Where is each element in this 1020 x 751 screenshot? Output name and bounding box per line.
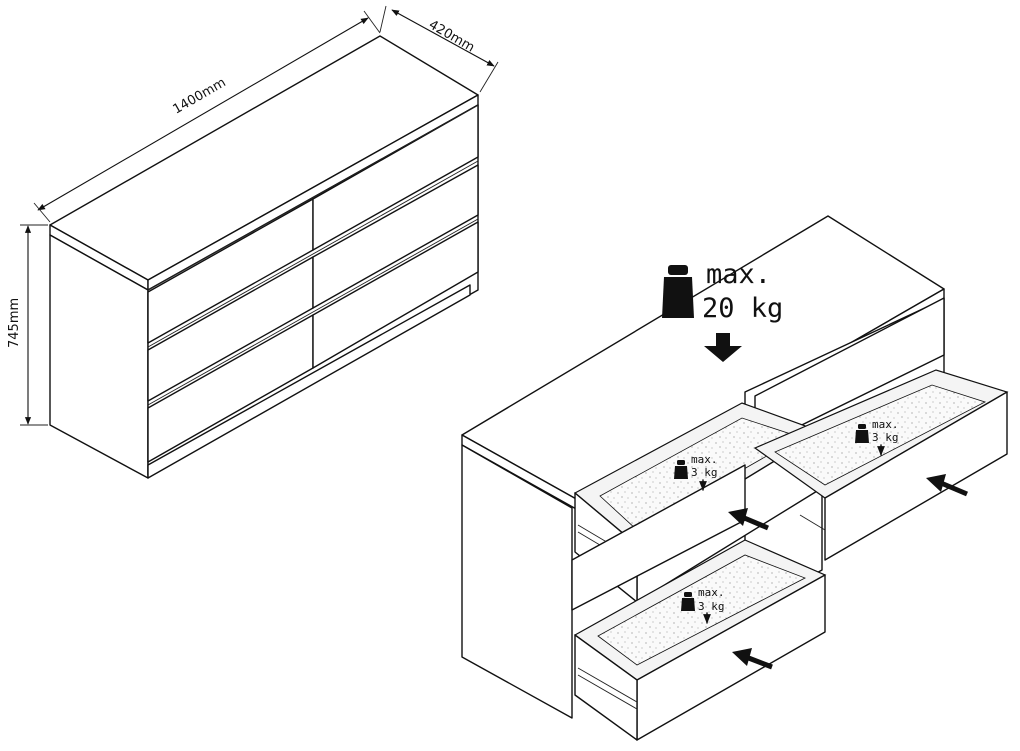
- depth-label: 420mm: [426, 17, 477, 55]
- top-load-line1: max.: [706, 259, 771, 290]
- push-arrow-icon-3: [732, 648, 773, 670]
- load-capacity-dresser: max. 20 kg max. 3 kg max. 3 kg max. 3 kg: [461, 215, 1009, 741]
- load-dresser-side: [461, 444, 573, 719]
- drawer-2-load-line2: 3 kg: [872, 431, 899, 444]
- dresser-plinth: [147, 284, 471, 479]
- drawer-front-6: [312, 221, 479, 369]
- drawer-1-load-line2: 3 kg: [691, 466, 718, 479]
- drawer-3-load-line1: max.: [698, 586, 725, 599]
- push-arrow-icon-1: [728, 508, 769, 531]
- open-drawer-3-side: [574, 634, 638, 741]
- push-arrow-icon-2: [926, 474, 968, 497]
- top-load-line2: 20 kg: [702, 293, 783, 324]
- down-arrow-icon: [704, 333, 742, 362]
- height-label: 745mm: [7, 298, 22, 348]
- depth-dimension-line: [391, 9, 495, 67]
- drawer-3-weight-icon: [681, 592, 695, 611]
- drawer-2-weight-icon: [855, 424, 869, 443]
- drawer-front-5: [312, 164, 479, 309]
- drawer-1-weight-icon: [674, 460, 688, 479]
- dimensioned-dresser: 1400mm 420mm 745mm: [7, 5, 499, 479]
- width-label: 1400mm: [171, 75, 229, 117]
- open-drawer-2-front: [824, 391, 1008, 561]
- weight-icon: [662, 265, 694, 318]
- drawer-3-load-line2: 3 kg: [698, 600, 725, 613]
- drawer-2-load-line1: max.: [872, 418, 899, 431]
- drawer-1-load-line1: max.: [691, 453, 718, 466]
- width-dimension-line: [37, 17, 369, 211]
